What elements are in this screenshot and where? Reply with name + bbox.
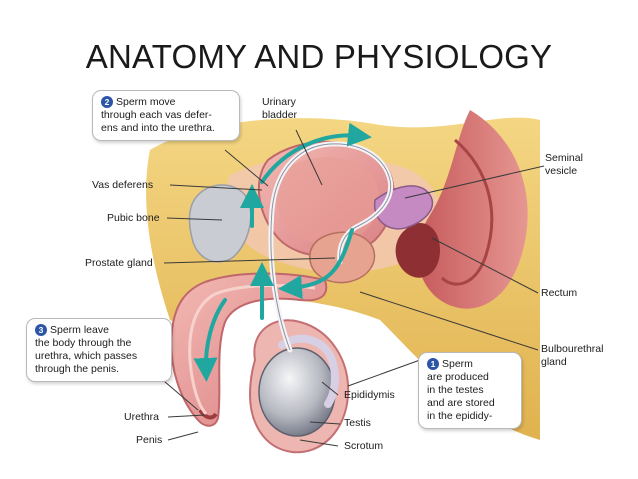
label-seminal-vesicle: Seminal vesicle: [545, 152, 583, 177]
step-2-badge: 2: [101, 96, 113, 108]
label-urethra: Urethra: [124, 411, 160, 423]
rectum-shape: [395, 110, 528, 309]
label-penis: Penis: [136, 434, 163, 446]
step-3-text: Sperm leave the body through the urethra…: [35, 324, 138, 375]
pubic-bone-shape: [188, 184, 252, 263]
label-prostate-gland: Prostate gland: [85, 257, 153, 269]
label-vas-deferens: Vas deferens: [92, 179, 154, 191]
label-rectum: Rectum: [541, 287, 578, 299]
leader-lines: [157, 129, 545, 447]
label-pubic-bone: Pubic bone: [107, 212, 160, 224]
label-bulbourethral-gland: Bulbourethral gland: [541, 343, 604, 368]
slide-title: ANATOMY AND PHYSIOLOGY: [85, 38, 553, 75]
label-scrotum: Scrotum: [344, 440, 384, 452]
label-testis: Testis: [344, 417, 371, 429]
step-1-text: Sperm are produced in the testes and are…: [427, 358, 495, 422]
step-1-badge: 1: [427, 358, 439, 370]
sperm-flow-arrows: [193, 122, 372, 382]
vas-deferens-tube: [268, 141, 394, 353]
step-3-badge: 3: [35, 324, 47, 336]
label-epididymis: Epididymis: [344, 389, 395, 401]
step-2-text: Sperm move through each vas defer- ens a…: [101, 96, 215, 134]
epididymis-shape: [278, 334, 339, 408]
label-urinary-bladder: Urinary bladder: [262, 96, 298, 121]
